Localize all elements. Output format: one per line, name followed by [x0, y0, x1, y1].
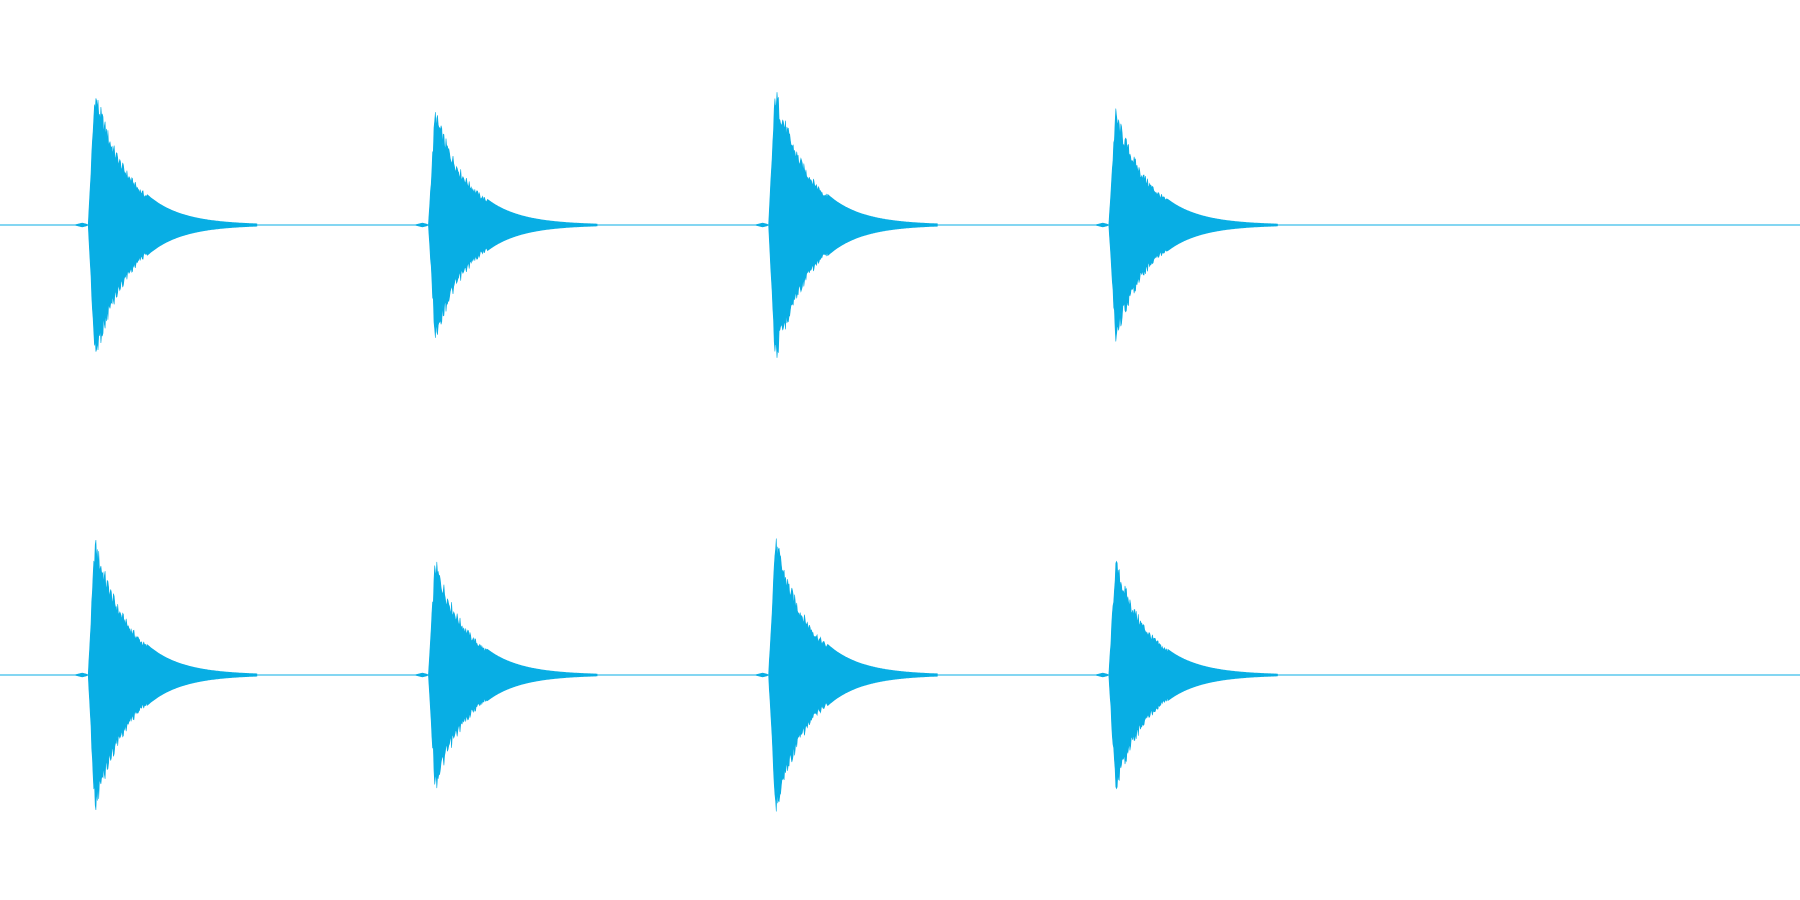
waveform-burst-4	[1094, 108, 1278, 342]
channel-2-waveform	[0, 538, 1800, 812]
waveform-burst-2	[414, 112, 598, 338]
waveform-burst-3	[754, 92, 938, 358]
waveform-burst-3	[754, 538, 938, 812]
waveform-burst-2	[414, 561, 598, 789]
waveform-burst-1	[74, 98, 258, 352]
waveform-burst-4	[1094, 560, 1278, 790]
waveform-burst-1	[74, 539, 258, 811]
channel-1-waveform	[0, 92, 1800, 358]
